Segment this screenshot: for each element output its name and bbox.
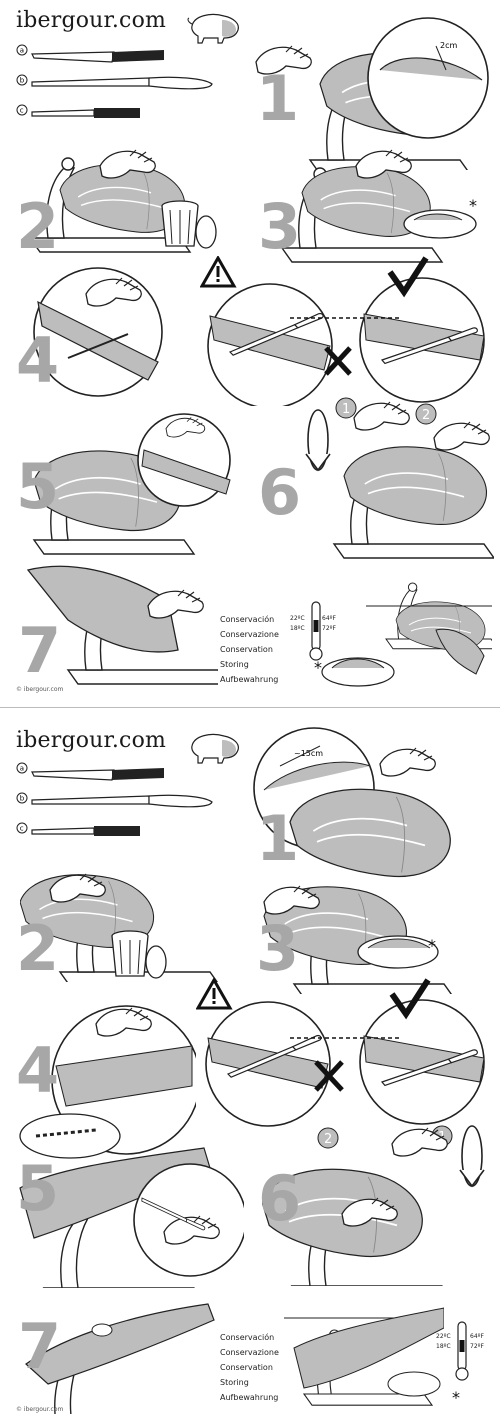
pig-icon bbox=[191, 733, 239, 764]
step-number-5: 5 bbox=[16, 1152, 60, 1225]
storage-en: Storing bbox=[220, 660, 249, 669]
knife-label-b: b bbox=[20, 795, 25, 803]
knife-label-c: c bbox=[20, 107, 24, 115]
storage-fr: Conservation bbox=[220, 1363, 273, 1372]
step-7-illustration bbox=[26, 565, 218, 685]
step-4-illustration bbox=[19, 1005, 196, 1159]
temps-f: 64ºF 72ºF bbox=[470, 1333, 484, 1350]
step-number-7: 7 bbox=[18, 1310, 62, 1383]
step-5-illustration bbox=[19, 1147, 244, 1288]
thermometer-icon bbox=[455, 1321, 469, 1381]
brand-logo: ibergour.com bbox=[16, 728, 167, 753]
asterisk: * bbox=[452, 1388, 460, 1407]
plate-icon bbox=[321, 657, 395, 687]
cut-right-wrong-illustration bbox=[200, 256, 485, 406]
step-number-6: 6 bbox=[258, 456, 302, 529]
step-number-1: 1 bbox=[256, 802, 300, 875]
step-number-2: 2 bbox=[16, 190, 60, 263]
substep-1: 1 bbox=[342, 402, 350, 417]
step-number-1: 1 bbox=[256, 62, 300, 135]
knife-icon bbox=[16, 44, 213, 118]
step-3-illustration bbox=[263, 885, 455, 994]
brand-logo: ibergour.com bbox=[16, 8, 167, 33]
knife-set: a b c bbox=[16, 44, 213, 118]
check-icon bbox=[389, 978, 431, 1020]
asterisk: * bbox=[428, 936, 436, 955]
temps-c: 22ºC 18ºC bbox=[436, 1333, 451, 1350]
step-number-5: 5 bbox=[16, 450, 60, 523]
step-number-7: 7 bbox=[18, 614, 62, 687]
copyright: © ibergour.com bbox=[16, 686, 64, 693]
knife-label-a: a bbox=[20, 47, 24, 55]
asterisk: * bbox=[469, 196, 477, 215]
knife-label-b: b bbox=[20, 77, 25, 85]
step-6-illustration: 2 1 bbox=[262, 1125, 485, 1286]
step-number-3: 3 bbox=[256, 912, 300, 985]
rotate-icon bbox=[459, 1125, 485, 1188]
knife-label-c: c bbox=[20, 825, 24, 833]
step-number-3: 3 bbox=[258, 190, 302, 263]
instruction-panel-bottom: ibergour.com a b c ~15cm 1 2 bbox=[0, 712, 500, 1418]
warning-icon bbox=[200, 256, 237, 288]
storage-it: Conservazione bbox=[220, 1348, 279, 1357]
asterisk: * bbox=[314, 658, 322, 677]
step-1-illustration: 2cm bbox=[255, 17, 489, 170]
cross-icon bbox=[324, 346, 352, 376]
knife-set: a b c bbox=[16, 762, 213, 836]
step-3-illustration bbox=[281, 149, 477, 263]
storage-de: Aufbewahrung bbox=[220, 675, 279, 684]
step-number-6: 6 bbox=[258, 1162, 302, 1235]
warning-icon bbox=[196, 978, 233, 1010]
rotate-icon bbox=[305, 409, 331, 472]
knife-label-a: a bbox=[20, 765, 24, 773]
step-number-2: 2 bbox=[16, 912, 60, 985]
instruction-panel-top: ibergour.com a b c 2cm 1 bbox=[0, 0, 500, 706]
storage-fr: Conservation bbox=[220, 645, 273, 654]
storage-es: Conservación bbox=[220, 615, 275, 624]
storage-labels: Conservación Conservazione Conservation … bbox=[220, 1330, 279, 1405]
step-7-illustration bbox=[25, 1303, 215, 1414]
step-6-illustration: 1 2 bbox=[305, 397, 494, 559]
storage-ham-illustration bbox=[366, 582, 492, 675]
temps-f: 64ºF 72ºF bbox=[322, 615, 336, 632]
storage-labels: Conservación Conservazione Conservation … bbox=[220, 612, 279, 687]
check-icon bbox=[387, 256, 429, 298]
storage-de: Aufbewahrung bbox=[220, 1393, 279, 1402]
thermometer-icon bbox=[309, 601, 323, 661]
cross-icon bbox=[314, 1060, 344, 1092]
measurement-label: 2cm bbox=[440, 41, 457, 50]
storage-it: Conservazione bbox=[220, 630, 279, 639]
storage-es: Conservación bbox=[220, 1333, 275, 1342]
pig-icon bbox=[187, 13, 239, 44]
step-number-4: 4 bbox=[16, 1034, 60, 1107]
step-5-illustration bbox=[33, 413, 231, 555]
substep-2: 2 bbox=[422, 408, 430, 423]
cut-right-wrong-illustration bbox=[196, 978, 485, 1127]
measurement-label: ~15cm bbox=[294, 749, 323, 758]
step-4-illustration bbox=[33, 267, 163, 397]
storage-en: Storing bbox=[220, 1378, 249, 1387]
temps-c: 22ºC 18ºC bbox=[290, 615, 305, 632]
panel-divider bbox=[0, 707, 500, 708]
step-1-illustration: ~15cm bbox=[253, 727, 452, 878]
step-number-4: 4 bbox=[16, 324, 60, 397]
substep-2: 2 bbox=[324, 1132, 332, 1147]
storage-ham-illustration bbox=[284, 1307, 444, 1406]
copyright: © ibergour.com bbox=[16, 1406, 64, 1413]
